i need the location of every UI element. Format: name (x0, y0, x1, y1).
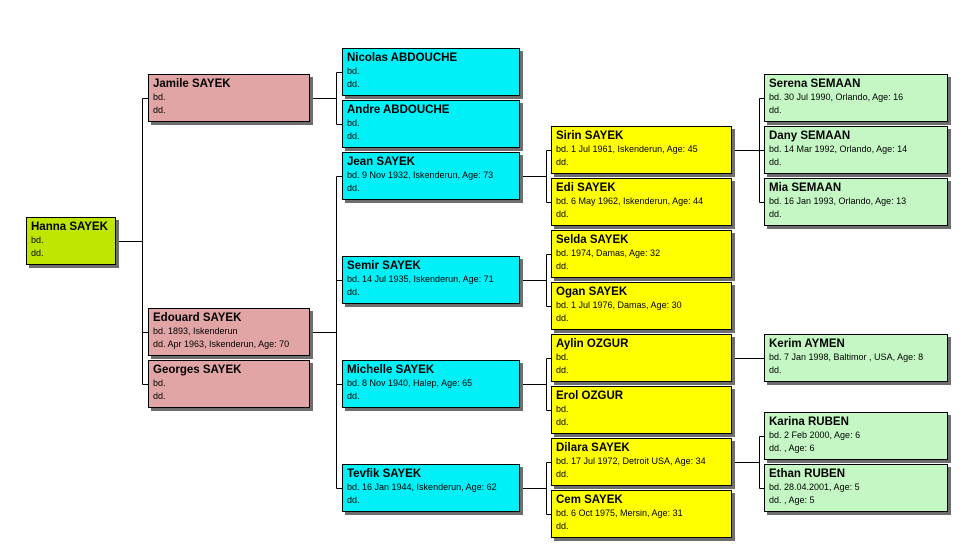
birth-info: bd. 2 Feb 2000, Age: 6 (769, 430, 861, 440)
birth-info: bd. (556, 404, 569, 414)
death-info: dd. (556, 261, 569, 271)
death-info: dd. (347, 391, 360, 401)
death-info: dd. , Age: 5 (769, 495, 815, 505)
death-info: dd. (556, 313, 569, 323)
person-card-andre[interactable]: Andre ABDOUCHE bd. dd. (342, 100, 520, 148)
death-info: dd. (153, 391, 166, 401)
person-card-tevfik[interactable]: Tevfik SAYEK bd. 16 Jan 1944, Iskenderun… (342, 464, 520, 512)
person-card-ogan[interactable]: Ogan SAYEK bd. 1 Jul 1976, Damas, Age: 3… (551, 282, 732, 330)
person-card-jean[interactable]: Jean SAYEK bd. 9 Nov 1932, Iskenderun, A… (342, 152, 520, 200)
birth-info: bd. (153, 92, 166, 102)
death-info: dd. , Age: 6 (769, 443, 815, 453)
death-info: dd. (347, 79, 360, 89)
birth-info: bd. 28.04.2001, Age: 5 (769, 482, 860, 492)
birth-info: bd. 16 Jan 1993, Orlando, Age: 13 (769, 196, 907, 206)
death-info: dd. (556, 209, 569, 219)
birth-info: bd. 1893, Iskenderun (153, 326, 238, 336)
person-name: Ogan SAYEK (556, 286, 628, 298)
person-card-selda[interactable]: Selda SAYEK bd. 1974, Damas, Age: 32 dd. (551, 230, 732, 278)
birth-info: bd. 9 Nov 1932, Iskenderun, Age: 73 (347, 170, 494, 180)
person-card-michelle[interactable]: Michelle SAYEK bd. 8 Nov 1940, Halep, Ag… (342, 360, 520, 408)
person-card-mia[interactable]: Mia SEMAAN bd. 16 Jan 1993, Orlando, Age… (764, 178, 948, 226)
death-info: dd. (769, 365, 782, 375)
person-card-cem[interactable]: Cem SAYEK bd. 6 Oct 1975, Mersin, Age: 3… (551, 490, 732, 538)
person-name: Dany SEMAAN (769, 130, 851, 142)
person-card-aylin[interactable]: Aylin OZGUR bd. dd. (551, 334, 732, 382)
person-name: Jean SAYEK (347, 156, 415, 168)
birth-info: bd. (31, 235, 44, 245)
death-info: dd. (769, 209, 782, 219)
person-card-georges[interactable]: Georges SAYEK bd. dd. (148, 360, 310, 408)
death-info: dd. (153, 105, 166, 115)
person-card-sirin[interactable]: Sirin SAYEK bd. 1 Jul 1961, Iskenderun, … (551, 126, 732, 174)
death-info: dd. (556, 469, 569, 479)
person-card-edouard[interactable]: Edouard SAYEK bd. 1893, Iskenderun dd. A… (148, 308, 310, 356)
person-card-edi[interactable]: Edi SAYEK bd. 6 May 1962, Iskenderun, Ag… (551, 178, 732, 226)
person-card-erol[interactable]: Erol OZGUR bd. dd. (551, 386, 732, 434)
birth-info: bd. 1 Jul 1976, Damas, Age: 30 (556, 300, 682, 310)
person-name: Ethan RUBEN (769, 468, 846, 480)
person-name: Serena SEMAAN (769, 78, 861, 90)
person-name: Mia SEMAAN (769, 182, 842, 194)
birth-info: bd. 6 Oct 1975, Mersin, Age: 31 (556, 508, 683, 518)
birth-info: bd. 16 Jan 1944, Iskenderun, Age: 62 (347, 482, 497, 492)
person-name: Sirin SAYEK (556, 130, 624, 142)
death-info: dd. (556, 521, 569, 531)
birth-info: bd. 17 Jul 1972, Detroit USA, Age: 34 (556, 456, 706, 466)
birth-info: bd. 6 May 1962, Iskenderun, Age: 44 (556, 196, 704, 206)
person-card-hanna[interactable]: Hanna SAYEK bd. dd. (26, 217, 116, 265)
person-name: Michelle SAYEK (347, 364, 435, 376)
death-info: dd. (31, 248, 44, 258)
person-card-semir[interactable]: Semir SAYEK bd. 14 Jul 1935, Iskenderun,… (342, 256, 520, 304)
person-name: Aylin OZGUR (556, 338, 629, 350)
death-info: dd. (556, 157, 569, 167)
person-name: Andre ABDOUCHE (347, 104, 450, 116)
person-name: Dilara SAYEK (556, 442, 630, 454)
person-card-kerim[interactable]: Kerim AYMEN bd. 7 Jan 1998, Baltimor , U… (764, 334, 948, 382)
person-name: Erol OZGUR (556, 390, 624, 402)
death-info: dd. (769, 157, 782, 167)
death-info: dd. (347, 183, 360, 193)
birth-info: bd. 1 Jul 1961, Iskenderun, Age: 45 (556, 144, 698, 154)
person-name: Edouard SAYEK (153, 312, 242, 324)
person-name: Nicolas ABDOUCHE (347, 52, 458, 64)
person-card-jamile[interactable]: Jamile SAYEK bd. dd. (148, 74, 310, 122)
person-name: Semir SAYEK (347, 260, 421, 272)
person-card-serena[interactable]: Serena SEMAAN bd. 30 Jul 1990, Orlando, … (764, 74, 948, 122)
death-info: dd. (347, 495, 360, 505)
birth-info: bd. (347, 118, 360, 128)
death-info: dd. (556, 365, 569, 375)
birth-info: bd. 14 Mar 1992, Orlando, Age: 14 (769, 144, 908, 154)
person-name: Kerim AYMEN (769, 338, 845, 350)
death-info: dd. (556, 417, 569, 427)
person-name: Hanna SAYEK (31, 221, 108, 233)
person-name: Edi SAYEK (556, 182, 616, 194)
birth-info: bd. 14 Jul 1935, Iskenderun, Age: 71 (347, 274, 494, 284)
birth-info: bd. 1974, Damas, Age: 32 (556, 248, 661, 258)
death-info: dd. (347, 131, 360, 141)
birth-info: bd. (347, 66, 360, 76)
birth-info: bd. 8 Nov 1940, Halep, Age: 65 (347, 378, 473, 388)
person-card-ethan[interactable]: Ethan RUBEN bd. 28.04.2001, Age: 5 dd. ,… (764, 464, 948, 512)
death-info: dd. (769, 105, 782, 115)
birth-info: bd. (153, 378, 166, 388)
person-name: Georges SAYEK (153, 364, 242, 376)
birth-info: bd. (556, 352, 569, 362)
person-name: Cem SAYEK (556, 494, 623, 506)
person-name: Jamile SAYEK (153, 78, 231, 90)
birth-info: bd. 30 Jul 1990, Orlando, Age: 16 (769, 92, 904, 102)
person-name: Selda SAYEK (556, 234, 629, 246)
birth-info: bd. 7 Jan 1998, Baltimor , USA, Age: 8 (769, 352, 924, 362)
death-info: dd. Apr 1963, Iskenderun, Age: 70 (153, 339, 290, 349)
death-info: dd. (347, 287, 360, 297)
person-card-dany[interactable]: Dany SEMAAN bd. 14 Mar 1992, Orlando, Ag… (764, 126, 948, 174)
person-name: Tevfik SAYEK (347, 468, 422, 480)
person-name: Karina RUBEN (769, 416, 849, 428)
person-card-nicolas[interactable]: Nicolas ABDOUCHE bd. dd. (342, 48, 520, 96)
person-card-dilara[interactable]: Dilara SAYEK bd. 17 Jul 1972, Detroit US… (551, 438, 732, 486)
person-card-karina[interactable]: Karina RUBEN bd. 2 Feb 2000, Age: 6 dd. … (764, 412, 948, 460)
